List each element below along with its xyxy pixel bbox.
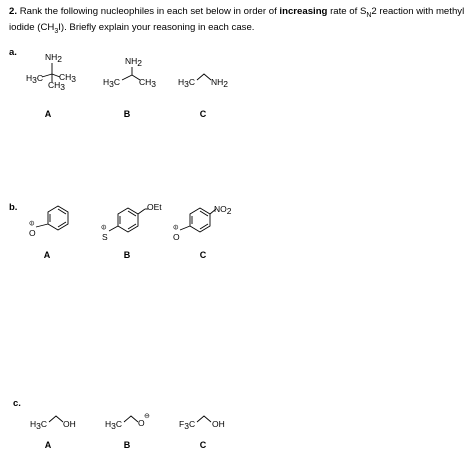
question-emphasis: increasing bbox=[279, 6, 328, 17]
c-a-left-text: H3C bbox=[30, 419, 47, 431]
b-b-bond-s bbox=[108, 225, 119, 232]
part-a-compound-a-structure: NH2 H3C CH3 CH3 bbox=[26, 52, 76, 92]
c-b-right-text: O bbox=[138, 418, 145, 428]
question-number: 2. bbox=[9, 6, 18, 17]
b-c-bond-o bbox=[179, 225, 191, 231]
b-b-s-text: S bbox=[102, 232, 108, 242]
question-sub-n: N bbox=[366, 11, 372, 19]
question-text-2: rate of S bbox=[327, 6, 367, 17]
c-a-bonds bbox=[48, 415, 64, 423]
b-b-oet-text: OEt bbox=[147, 202, 162, 212]
c-c-left-text: F3C bbox=[179, 419, 195, 431]
b-a-bond-o bbox=[35, 223, 49, 228]
b-b-db1 bbox=[127, 210, 137, 217]
b-a-ring bbox=[47, 205, 69, 231]
part-a-compound-b-structure: NH2 H3C CH3 bbox=[103, 56, 156, 89]
c-c-right-text: OH bbox=[212, 419, 225, 429]
question-text-1: Rank the following nucleophiles in each … bbox=[19, 6, 280, 17]
part-c-label: c. bbox=[13, 398, 21, 409]
question-text-3: 2 reaction with methyl iodide (CH bbox=[9, 6, 465, 34]
part-a-compound-c-label: C bbox=[199, 109, 207, 119]
b-a-db1 bbox=[57, 208, 67, 215]
question-sub-3: 3 bbox=[54, 28, 59, 36]
a-b-bond-left bbox=[121, 74, 133, 81]
a-b-left-text: H3C bbox=[103, 77, 120, 89]
c-b-charge: ⊖ bbox=[144, 413, 150, 420]
part-b-compound-b-label: B bbox=[123, 250, 131, 260]
part-b-compound-b-structure: OEt S ⊖ bbox=[101, 202, 162, 242]
c-a-right-text: OH bbox=[63, 419, 76, 429]
b-c-bond-ch2 bbox=[209, 208, 217, 215]
part-a-compound-b-label: B bbox=[123, 109, 131, 119]
question-text: 2. Rank the following nucleophiles in ea… bbox=[9, 6, 469, 39]
a-a-bond-right bbox=[51, 73, 61, 78]
part-b-label: b. bbox=[9, 202, 18, 213]
b-c-db2 bbox=[199, 223, 209, 230]
b-c-ring bbox=[189, 207, 211, 233]
b-c-o-text: O bbox=[173, 232, 180, 242]
part-b-compound-a-structure: O ⊖ bbox=[29, 205, 69, 238]
b-a-db2 bbox=[57, 221, 67, 228]
part-c-compound-a-structure: H3C OH bbox=[30, 415, 76, 431]
b-a-o-text: O bbox=[29, 228, 36, 238]
c-c-bonds bbox=[196, 415, 212, 423]
part-b-compound-a-label: A bbox=[43, 250, 51, 260]
a-a-top-text: NH2 bbox=[45, 52, 62, 64]
a-c-left-text: H3C bbox=[178, 77, 195, 89]
part-a-compound-c-structure: H3C NH2 bbox=[178, 73, 228, 89]
part-c-compound-b-label: B bbox=[123, 440, 131, 450]
part-c-compound-c-structure: F3C OH bbox=[179, 415, 225, 431]
b-a-charge: ⊖ bbox=[29, 220, 36, 226]
a-a-bottom-text: CH3 bbox=[48, 80, 65, 92]
part-b-compound-c-label: C bbox=[199, 250, 207, 260]
part-c-compound-c-label: C bbox=[199, 440, 207, 450]
question-text-4: I). Briefly explain your reasoning in ea… bbox=[58, 22, 255, 34]
a-b-bond-right bbox=[131, 74, 141, 81]
a-a-left-text: H3C bbox=[26, 73, 43, 85]
c-b-left-text: H3C bbox=[105, 419, 122, 431]
b-b-db2 bbox=[127, 223, 137, 230]
b-c-no2-text: NO2 bbox=[214, 204, 232, 216]
a-b-top-text: NH2 bbox=[125, 56, 142, 68]
b-c-db1 bbox=[199, 210, 209, 217]
a-c-right-text: NH2 bbox=[211, 77, 228, 89]
b-b-ring bbox=[117, 207, 139, 233]
part-a-label: a. bbox=[9, 47, 17, 58]
a-a-right-text: CH3 bbox=[59, 72, 76, 84]
c-b-bonds bbox=[123, 415, 139, 423]
a-a-bond-left bbox=[41, 73, 53, 78]
a-b-right-text: CH3 bbox=[139, 77, 156, 89]
b-c-charge: ⊖ bbox=[173, 224, 180, 230]
a-c-bonds bbox=[196, 73, 212, 81]
b-b-charge: ⊖ bbox=[101, 224, 108, 230]
b-b-bond-ch2 bbox=[137, 208, 146, 215]
part-b-compound-c-structure: NO2 O ⊖ bbox=[173, 204, 232, 242]
part-c-compound-b-structure: H3C O ⊖ bbox=[105, 413, 150, 431]
part-c-compound-a-label: A bbox=[44, 440, 52, 450]
part-a-compound-a-label: A bbox=[44, 109, 52, 119]
